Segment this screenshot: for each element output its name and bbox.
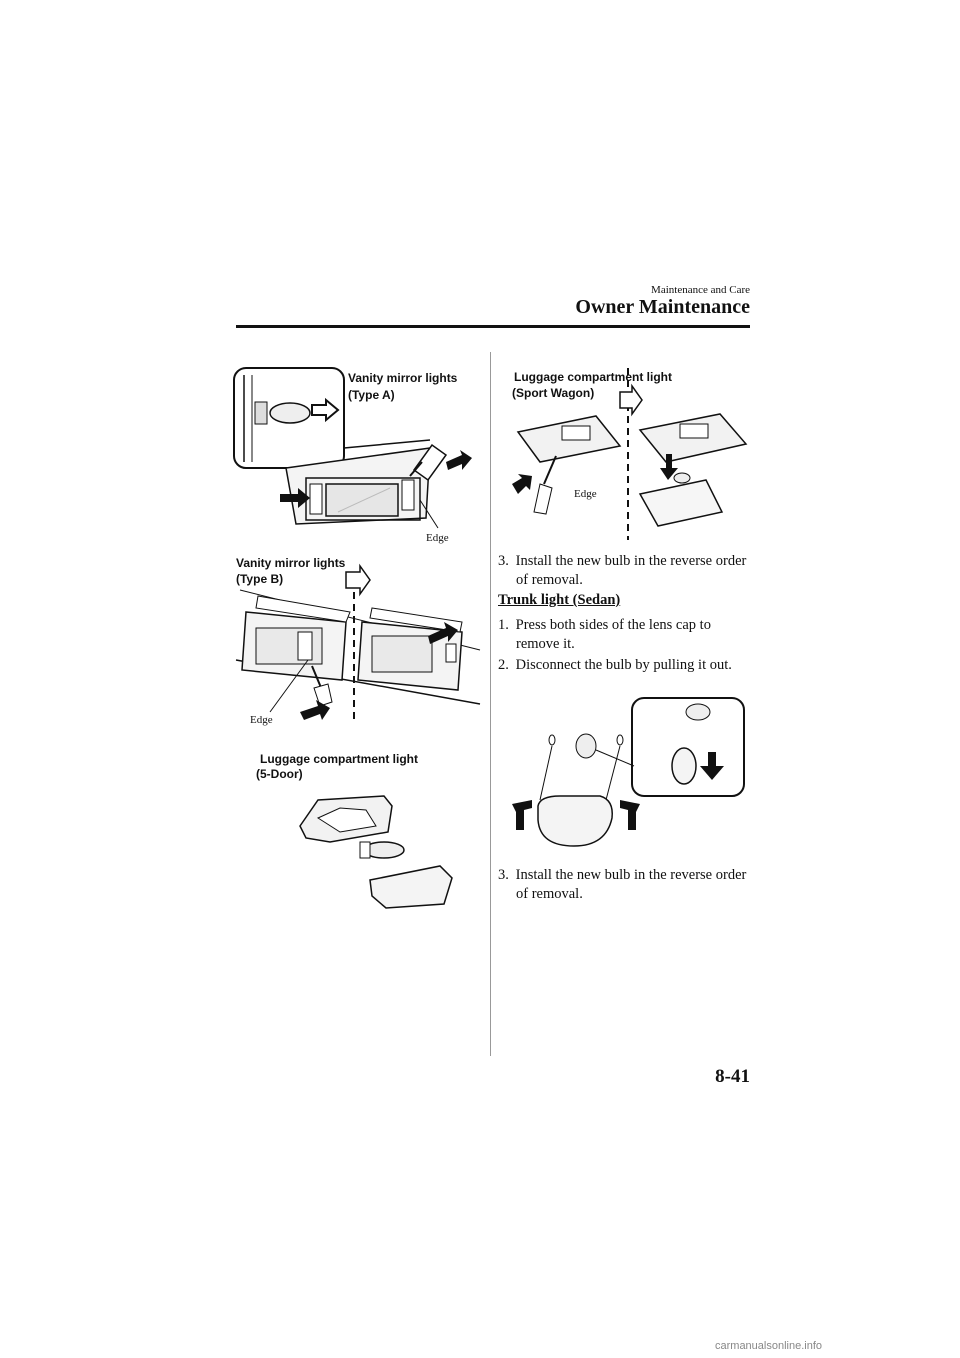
step-number: 3. bbox=[498, 553, 509, 569]
vanity-a-label-line1: Vanity mirror lights bbox=[348, 371, 458, 385]
step-number: 3. bbox=[498, 867, 509, 883]
step-text-line1: Disconnect the bulb by pulling it out. bbox=[515, 657, 732, 673]
vanity-b-label-line2: (Type B) bbox=[236, 572, 284, 586]
step-text-line2: of removal. bbox=[516, 572, 583, 588]
luggage-wagon-label-line2: (Sport Wagon) bbox=[512, 386, 595, 400]
step-3-install-sedan: 3. Install the new bulb in the reverse o… bbox=[498, 866, 758, 904]
column-divider bbox=[490, 352, 491, 1056]
vanity-a-edge-label: Edge bbox=[426, 532, 449, 544]
page-number: 8-41 bbox=[715, 1066, 750, 1087]
step-text-line1: Install the new bulb in the reverse orde… bbox=[515, 553, 747, 569]
step-text-line1: Press both sides of the lens cap to bbox=[515, 617, 711, 633]
step-number: 1. bbox=[498, 617, 509, 633]
step-text-line2: remove it. bbox=[516, 636, 575, 652]
step-2-disconnect-bulb: 2. Disconnect the bulb by pulling it out… bbox=[498, 656, 758, 675]
page-title: Owner Maintenance bbox=[575, 296, 750, 318]
section-title: Maintenance and Care bbox=[651, 284, 750, 296]
step-number: 2. bbox=[498, 657, 509, 673]
vanity-b-label-line1: Vanity mirror lights bbox=[236, 556, 346, 570]
step-text-line2: of removal. bbox=[516, 886, 583, 902]
step-1-press-lens: 1. Press both sides of the lens cap to r… bbox=[498, 616, 758, 654]
step-text-line1: Install the new bulb in the reverse orde… bbox=[515, 867, 747, 883]
luggage-5door-label-line1: Luggage compartment light bbox=[260, 752, 419, 766]
trunk-light-subheading: Trunk light (Sedan) bbox=[498, 592, 621, 608]
watermark: carmanualsonline.info bbox=[715, 1340, 823, 1352]
vanity-b-edge-label: Edge bbox=[250, 714, 273, 726]
step-3-install-wagon: 3. Install the new bulb in the reverse o… bbox=[498, 552, 758, 590]
luggage-wagon-edge-label: Edge bbox=[574, 488, 597, 500]
luggage-5door-label-line2: (5-Door) bbox=[256, 767, 303, 781]
header-rule bbox=[236, 325, 750, 328]
vanity-a-label-line2: (Type A) bbox=[348, 388, 395, 402]
luggage-wagon-label-line1: Luggage compartment light bbox=[514, 370, 673, 384]
